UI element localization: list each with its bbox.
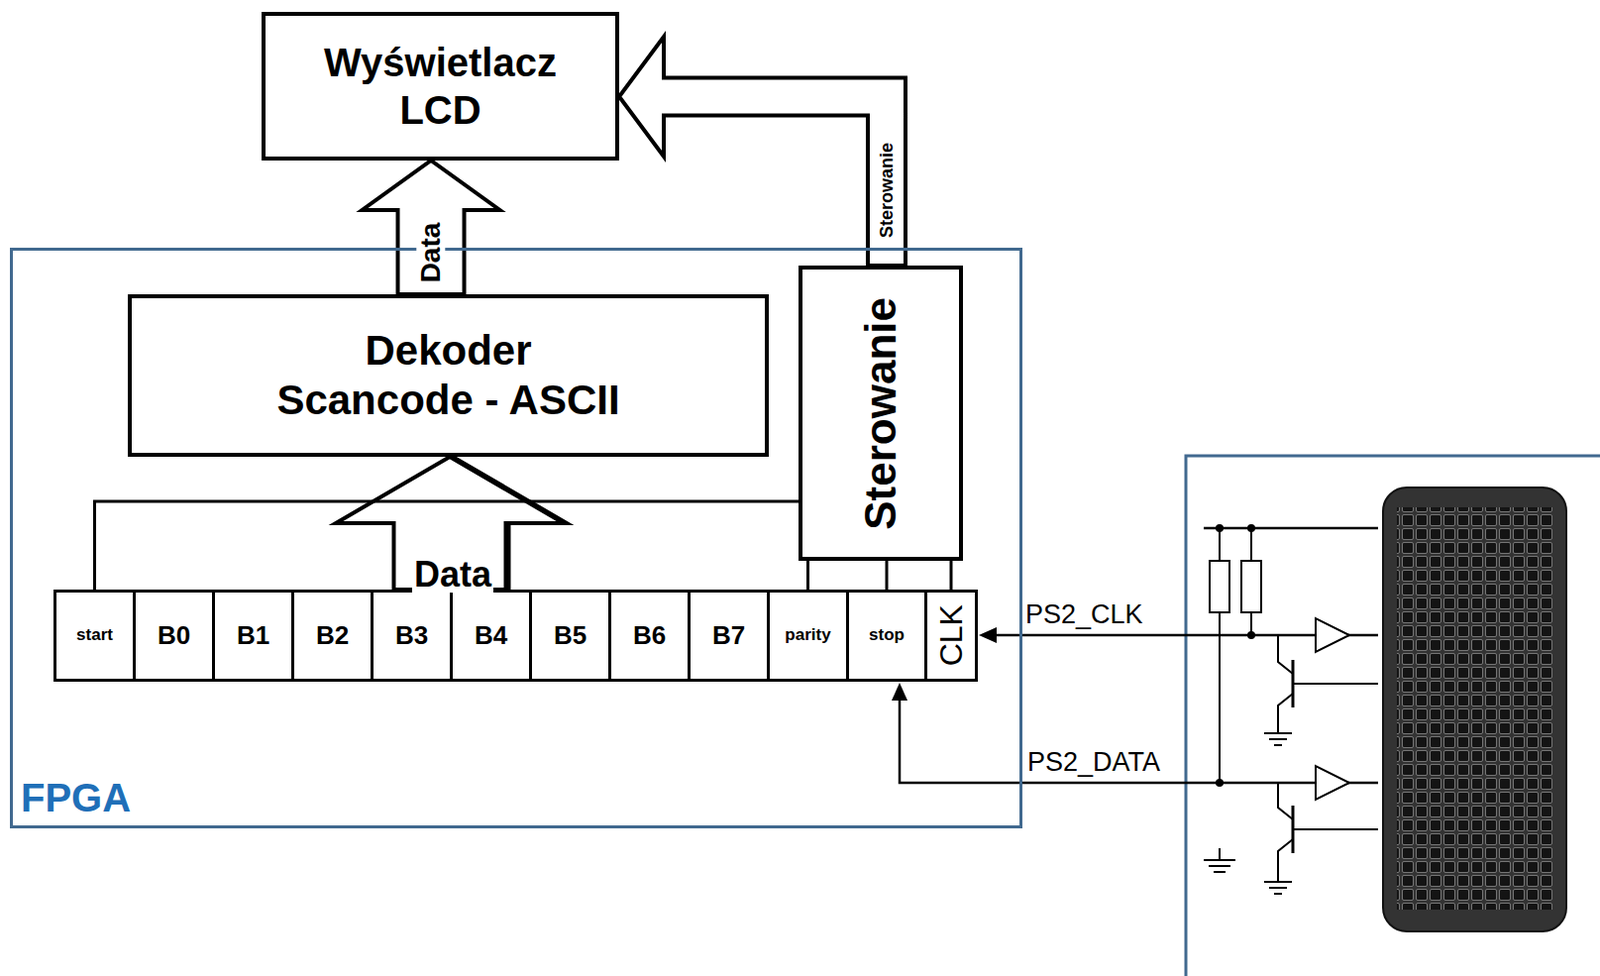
- box-label: B4: [474, 620, 508, 651]
- keyboard-keys: [1396, 507, 1554, 910]
- register-cell: B5: [529, 589, 612, 682]
- box-label: B6: [633, 620, 666, 651]
- junction-dot: [1247, 524, 1256, 533]
- signal-name: PS2_DATA: [1027, 746, 1161, 778]
- junction-dot: [1215, 524, 1224, 533]
- register-cell: B2: [291, 589, 374, 682]
- register-cell: B0: [132, 589, 215, 682]
- register-cell: parity: [766, 589, 850, 682]
- junction-dot: [1247, 631, 1256, 640]
- transistor-symbol: [1278, 635, 1293, 674]
- box-label: stop: [868, 625, 905, 645]
- transistor-symbol: [1278, 693, 1293, 734]
- region-label: FPGA: [20, 773, 131, 822]
- transistor-symbol: [1278, 782, 1293, 820]
- register-cell: B6: [608, 589, 691, 682]
- resistor-symbol: [1241, 560, 1262, 613]
- box-label: B2: [316, 620, 349, 651]
- bus-arrow: [362, 160, 501, 295]
- buffer-symbol: [1315, 618, 1350, 652]
- box-label: Wyświetlacz LCD: [322, 38, 558, 134]
- signal-name: PS2_CLK: [1025, 599, 1144, 631]
- box-label: B1: [236, 620, 270, 651]
- box-label: B3: [395, 620, 428, 651]
- signal-line: [885, 560, 889, 590]
- signal-line: [950, 560, 954, 590]
- box-label: parity: [784, 625, 831, 645]
- keyboard-region: [1185, 455, 1600, 976]
- junction-dot: [1215, 778, 1224, 787]
- arrow-head: [978, 627, 997, 643]
- register-cell: B1: [212, 589, 295, 682]
- register-cell: B7: [687, 589, 770, 682]
- keyboard-picture: [1383, 487, 1567, 932]
- wire: [1218, 612, 1221, 783]
- register-cell: stop: [846, 589, 928, 682]
- wire: [1250, 528, 1253, 561]
- ground-symbol: [1264, 733, 1292, 746]
- bus-label: Sterowanie: [877, 140, 897, 240]
- fpga-region: FPGA Dekoder Scancode - ASCII Sterowanie st…: [9, 247, 1023, 829]
- box-label: B0: [157, 620, 191, 651]
- bus-arrow: [619, 36, 906, 266]
- box-label: Dekoder Scancode - ASCII: [275, 325, 622, 427]
- base-wire: [1292, 682, 1379, 685]
- signal-line: [95, 501, 800, 590]
- register-cell: B4: [449, 589, 533, 682]
- box-label: start: [76, 625, 113, 645]
- register-cell: B3: [370, 589, 453, 682]
- ps2-data-wire: [899, 698, 1379, 783]
- signal-line: [806, 560, 810, 590]
- supply-wire: [1203, 527, 1379, 531]
- box-label: B7: [712, 620, 746, 651]
- bus-label: Data: [416, 219, 445, 285]
- bus-arrow: [335, 456, 564, 590]
- decoder-box: Dekoder Scancode - ASCII: [127, 294, 769, 457]
- ground-symbol: [1203, 848, 1236, 872]
- transistor-symbol: [1278, 839, 1293, 882]
- box-label: CLK: [932, 604, 970, 666]
- box-label: B5: [553, 620, 587, 651]
- ground-symbol: [1264, 881, 1292, 894]
- arrow-head: [891, 682, 908, 701]
- register-cell: start: [53, 589, 136, 682]
- bus-label: Data: [412, 555, 494, 594]
- base-wire: [1292, 828, 1379, 831]
- box-label: Sterowanie: [854, 297, 908, 531]
- wire: [1218, 528, 1221, 561]
- resistor-symbol: [1209, 560, 1230, 613]
- lcd-display-box: Wyświetlacz LCD: [261, 11, 620, 161]
- buffer-symbol: [1315, 765, 1350, 800]
- control-box: Sterowanie: [798, 265, 963, 561]
- register-cell: CLK: [924, 589, 978, 682]
